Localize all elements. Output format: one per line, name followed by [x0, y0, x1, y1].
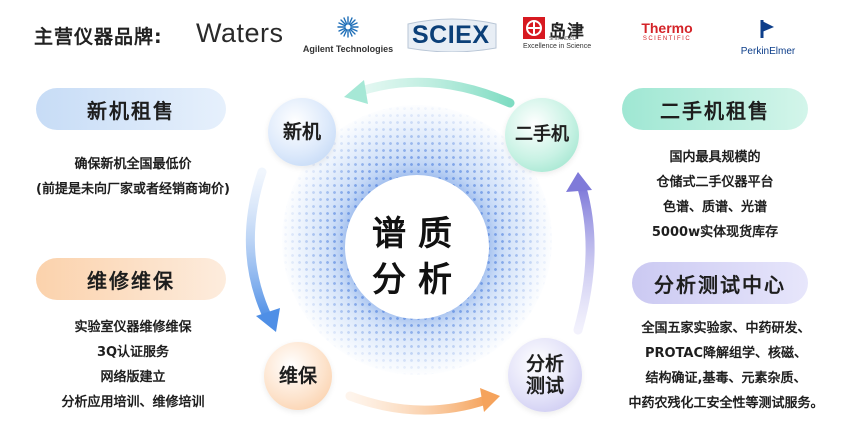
test-center-line: 全国五家实验家、中药研发、 [641, 321, 811, 336]
perkinelmer-text: PerkinElmer [740, 46, 796, 57]
repair-desc: 实验室仪器维修维保 3Q认证服务 网络版建立 分析应用培训、维修培训 [0, 315, 266, 415]
node-maintenance: 维保 [264, 342, 332, 410]
cycle-arrow-icon [345, 391, 491, 415]
new-rental-title: 新机租售 [36, 88, 226, 130]
shimadzu-en: SHIMADZU [549, 36, 577, 42]
used-rental-desc: 国内最具规模的 仓储式二手仪器平台 色谱、质谱、光谱 5000w实体现货库存 [610, 145, 820, 245]
cycle-arrow-icon [573, 183, 595, 335]
node-analysis-line2: 测试 [525, 375, 564, 397]
used-rental-line: 国内最具规模的 [669, 150, 761, 165]
shimadzu-logo-icon [523, 17, 545, 39]
perkinelmer-logo: PerkinElmer [722, 18, 814, 57]
test-center-line: PROTAC降解组学、核磁、 [644, 346, 808, 361]
shimadzu-tagline: Excellence in Science [523, 43, 592, 50]
center-text-line2: 分析 [372, 260, 464, 300]
thermo-main: Thermo [641, 20, 693, 36]
cycle-arrow-icon [353, 77, 515, 108]
test-center-line: 中药农残化工安全性等测试服务。 [628, 396, 824, 411]
test-center-desc: 全国五家实验家、中药研发、 PROTAC降解组学、核磁、 结构确证,基毒、元素杂… [608, 316, 844, 416]
node-analysis-testing: 分析 测试 [508, 338, 582, 412]
cycle-arrow-icon [245, 167, 273, 323]
perkinelmer-logo-icon [760, 20, 774, 38]
shimadzu-logo: 岛津 SHIMADZU Excellence in Science [523, 16, 603, 56]
center-text-line1: 谱质 [372, 214, 464, 254]
thermo-logo: Thermo SCIENTIFIC [632, 21, 702, 43]
node-new-machine: 新机 [268, 98, 336, 166]
sciex-text: SCIEX [412, 21, 490, 49]
center-circle [345, 175, 489, 319]
agilent-text: Agilent Technologies [302, 44, 394, 54]
agilent-logo: Agilent Technologies [300, 16, 396, 56]
shimadzu-cn: 岛津 [549, 22, 585, 42]
node-analysis-line1: 分析 [525, 353, 564, 375]
new-rental-line: (前提是未向厂家或者经销商询价) [36, 182, 230, 197]
new-rental-line: 确保新机全国最低价 [74, 157, 192, 172]
thermo-sub: SCIENTIFIC [642, 36, 692, 42]
agilent-spark-icon [337, 16, 359, 38]
used-rental-line: 仓储式二手仪器平台 [656, 175, 774, 190]
sciex-swoosh-icon [407, 18, 497, 53]
new-rental-desc: 确保新机全国最低价 (前提是未向厂家或者经销商询价) [0, 152, 266, 202]
repair-line: 实验室仪器维修维保 [74, 320, 192, 335]
brand-label: 主营仪器品牌: [34, 26, 163, 48]
sciex-logo: SCIEX [404, 18, 500, 53]
node-used-machine: 二手机 [505, 98, 579, 172]
test-center-line: 结构确证,基毒、元素杂质、 [645, 371, 807, 386]
used-rental-line: 5000w实体现货库存 [651, 225, 779, 240]
waters-logo: Waters [196, 18, 284, 48]
used-rental-line: 色谱、质谱、光谱 [662, 200, 767, 215]
repair-title: 维修维保 [36, 258, 226, 300]
repair-line: 网络版建立 [100, 370, 166, 385]
repair-line: 分析应用培训、维修培训 [61, 395, 205, 410]
used-rental-title: 二手机租售 [622, 88, 808, 130]
test-center-title: 分析测试中心 [632, 262, 808, 304]
repair-line: 3Q认证服务 [96, 345, 170, 360]
